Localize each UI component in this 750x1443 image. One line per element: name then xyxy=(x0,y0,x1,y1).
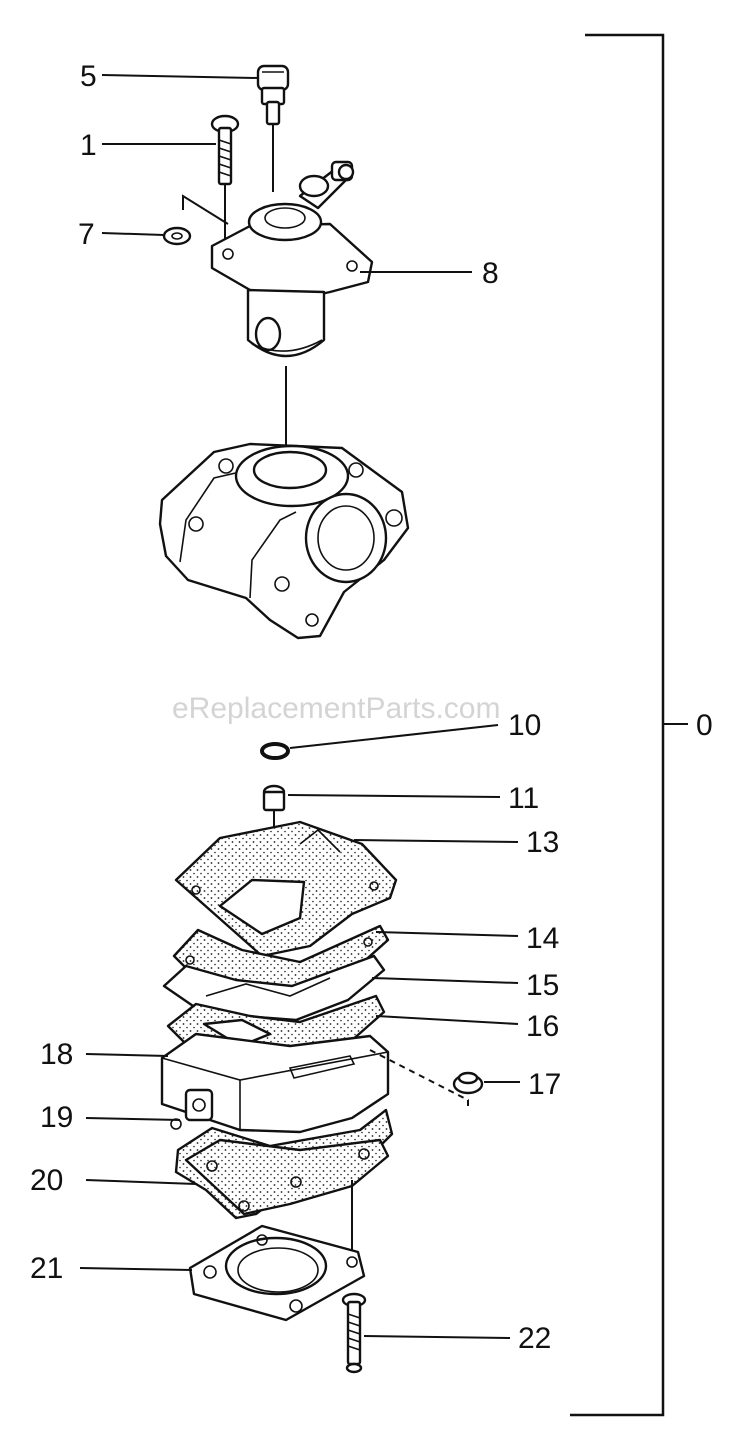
callout-19: 19 xyxy=(40,1101,73,1134)
leader-line-10 xyxy=(289,724,499,749)
leader-line-5 xyxy=(101,74,259,79)
callout-1: 1 xyxy=(80,129,97,162)
part-17-cap xyxy=(452,1071,484,1095)
leader-line-13 xyxy=(353,839,519,843)
callout-16: 16 xyxy=(526,1010,559,1043)
leader-line-16 xyxy=(375,1015,519,1025)
part-7-washer xyxy=(162,226,192,246)
callout-15: 15 xyxy=(526,969,559,1002)
part-1-screw xyxy=(210,114,240,240)
leader-line-22 xyxy=(363,1335,511,1339)
leader-line-7 xyxy=(101,232,165,236)
dash-leader-17 xyxy=(369,1049,469,1108)
part-5-adjust-screw xyxy=(256,64,290,192)
callout-18: 18 xyxy=(40,1038,73,1071)
dash-leader-7 xyxy=(182,194,229,225)
callout-5: 5 xyxy=(80,60,97,93)
assembly-bracket xyxy=(570,33,665,1417)
leader-line-14 xyxy=(375,931,519,937)
part-10-oring xyxy=(260,742,290,760)
leader-line-19 xyxy=(85,1117,181,1121)
callout-11: 11 xyxy=(508,782,539,815)
callout-22: 22 xyxy=(518,1322,551,1355)
leader-line-18 xyxy=(85,1053,169,1057)
part-8-throttle-body xyxy=(210,160,374,358)
callout-0: 0 xyxy=(696,709,713,742)
callout-21: 21 xyxy=(30,1252,63,1285)
part-21-cover xyxy=(188,1224,366,1322)
leader-line-20 xyxy=(85,1179,197,1185)
callout-8: 8 xyxy=(482,257,499,290)
callout-14: 14 xyxy=(526,922,559,955)
part-carburetor-body xyxy=(158,442,410,640)
leader-line-21 xyxy=(79,1267,193,1271)
callout-17: 17 xyxy=(528,1068,561,1101)
callout-7: 7 xyxy=(78,218,95,251)
callout-10: 10 xyxy=(508,709,541,742)
callout-20: 20 xyxy=(30,1164,63,1197)
part-20-lower-gasket xyxy=(174,1108,394,1220)
leader-line-11 xyxy=(287,794,501,798)
part-22-screw xyxy=(341,1292,367,1374)
leader-line-15 xyxy=(371,977,519,984)
watermark-text: eReplacementParts.com xyxy=(172,692,500,725)
part-18-pump-body xyxy=(160,1032,390,1134)
part-13-plate xyxy=(174,820,398,958)
callout-13: 13 xyxy=(526,826,559,859)
